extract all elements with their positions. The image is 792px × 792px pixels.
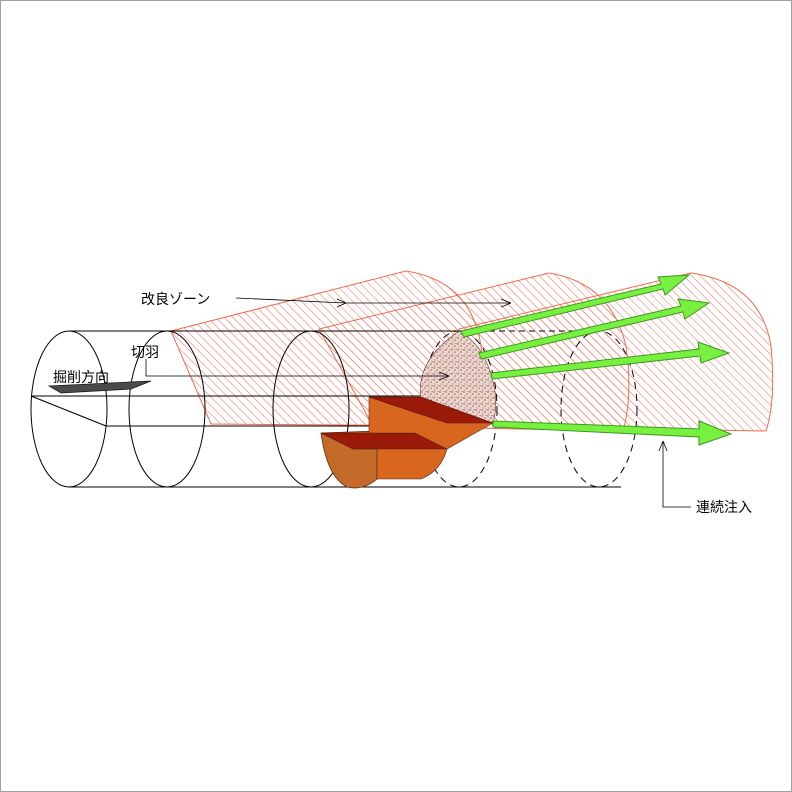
injection-leader: [662, 441, 691, 508]
excavation-direction-label: 掘削方向: [53, 370, 109, 386]
improvement-zone-leader: [235, 297, 347, 304]
bench-steps: [320, 396, 494, 489]
bench-lower-riser: [353, 448, 448, 480]
excavation-direction-arrow-icon: [47, 380, 152, 394]
injection-arrow-icon: [460, 274, 691, 338]
tunnel-section-1: [30, 330, 108, 488]
face-label: 切羽: [131, 345, 159, 361]
tunnel-section-2: [128, 330, 206, 488]
injection-arrow-icon: [490, 341, 731, 380]
improvement-zone-label: 改良ゾーン: [141, 292, 210, 308]
injection-arrow-icon: [478, 298, 711, 360]
injection-arrows: [460, 274, 733, 446]
tunnel-section-3: [272, 330, 350, 488]
leader-lines: [145, 297, 691, 508]
continuous-injection-label: 連続注入: [696, 499, 752, 516]
injection-arrow-icon: [492, 420, 733, 446]
face-leader: [145, 359, 449, 377]
